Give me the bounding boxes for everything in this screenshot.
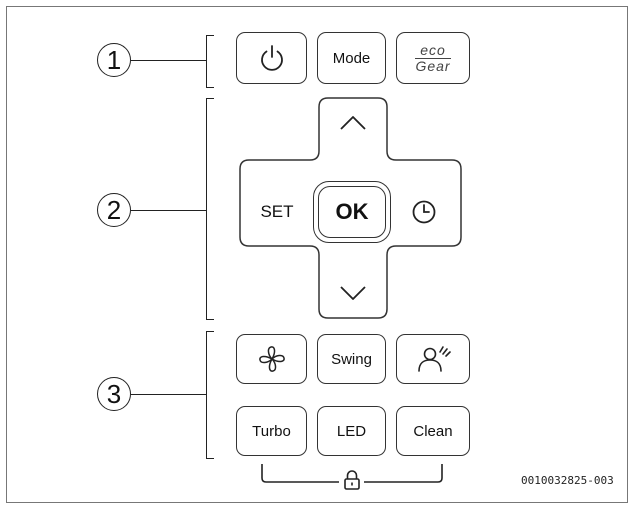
swing-label: Swing xyxy=(331,350,372,368)
set-label: SET xyxy=(260,202,294,221)
callout-2: 2 xyxy=(97,193,131,227)
person-sensor-button[interactable] xyxy=(396,334,470,384)
fan-icon xyxy=(258,346,285,372)
ok-label: OK xyxy=(335,199,369,224)
callout-3: 3 xyxy=(97,377,131,411)
clock-icon xyxy=(412,200,436,224)
eco-gear-button[interactable]: eco Gear xyxy=(396,32,470,84)
turbo-button[interactable]: Turbo xyxy=(236,406,307,456)
chevron-up-icon xyxy=(340,116,366,130)
figure-code: 0010032825-003 xyxy=(521,474,614,487)
up-button[interactable] xyxy=(333,106,373,140)
set-button[interactable]: SET xyxy=(248,194,306,230)
mode-label: Mode xyxy=(332,49,371,67)
eco-divider xyxy=(415,57,451,59)
down-button[interactable] xyxy=(333,276,373,310)
chevron-down-icon xyxy=(340,286,366,300)
eco-label: eco xyxy=(420,41,446,58)
turbo-label: Turbo xyxy=(252,422,291,440)
group-2-bracket xyxy=(206,98,214,320)
callout-1: 1 xyxy=(97,43,131,77)
group-1-bracket xyxy=(206,35,214,88)
callout-3-leader xyxy=(131,394,206,395)
callout-1-number: 1 xyxy=(106,44,122,75)
swing-button[interactable]: Swing xyxy=(317,334,386,384)
fan-button[interactable] xyxy=(236,334,307,384)
child-lock-indicator xyxy=(341,468,363,492)
mode-button[interactable]: Mode xyxy=(317,32,386,84)
clean-button[interactable]: Clean xyxy=(396,406,470,456)
ok-button[interactable]: OK xyxy=(318,186,386,238)
group-3-bracket xyxy=(206,331,214,459)
led-label: LED xyxy=(336,422,367,440)
clean-label: Clean xyxy=(413,422,453,440)
callout-2-number: 2 xyxy=(106,194,122,225)
callout-3-number: 3 xyxy=(106,378,122,409)
figure-frame xyxy=(6,6,628,503)
gear-label: Gear xyxy=(415,57,451,74)
ok-button-ring xyxy=(313,181,391,243)
callout-1-leader xyxy=(131,60,206,61)
person-sensor-icon xyxy=(418,346,451,372)
callout-2-leader xyxy=(131,210,206,211)
led-button[interactable]: LED xyxy=(317,406,386,456)
power-button[interactable] xyxy=(236,32,307,84)
timer-button[interactable] xyxy=(402,193,446,231)
lock-icon xyxy=(344,470,360,490)
power-icon xyxy=(260,45,283,71)
